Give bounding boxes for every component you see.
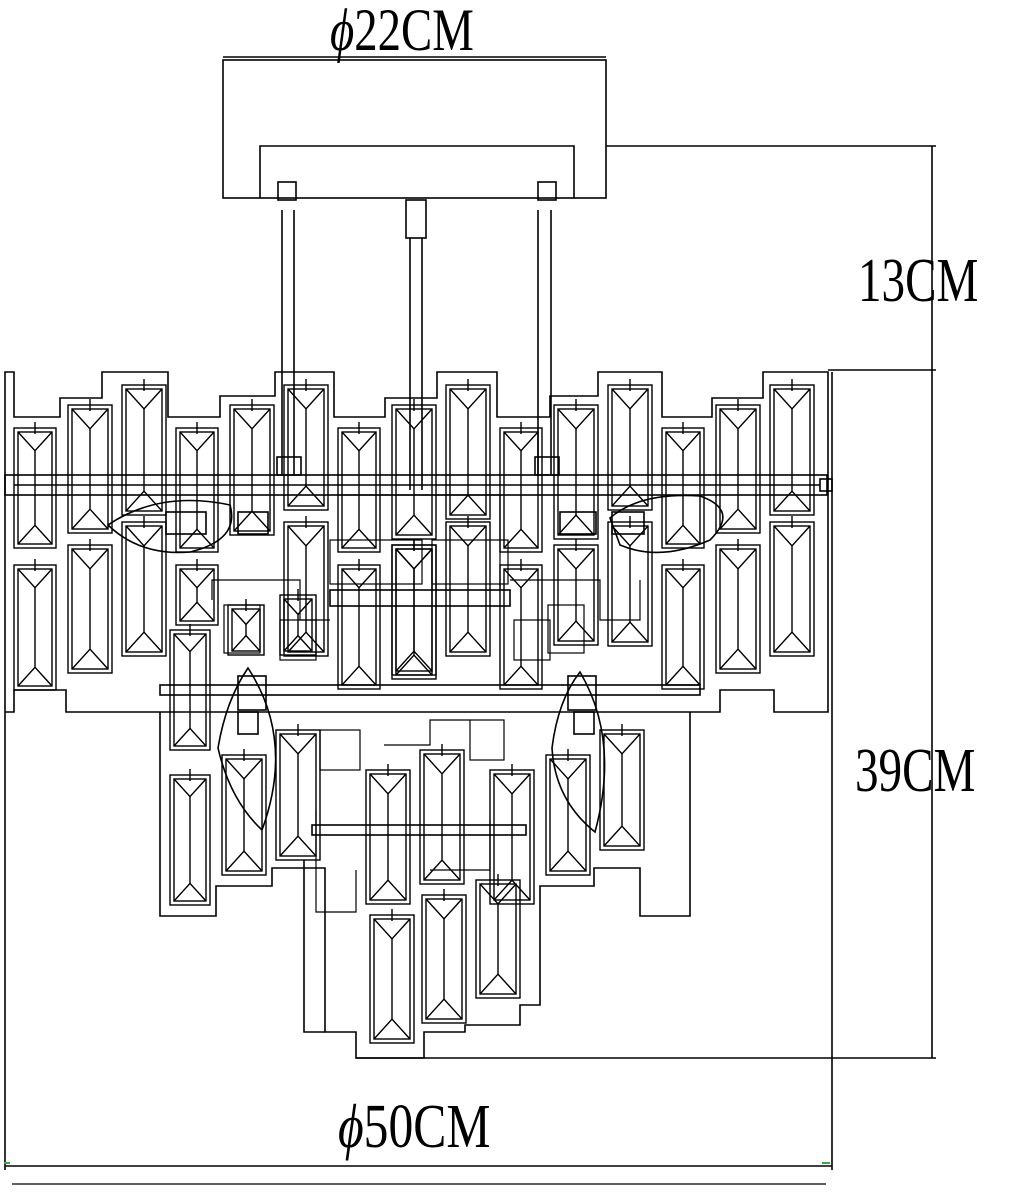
crystal-prism: [121, 379, 167, 516]
crystal-prism: [445, 379, 491, 520]
crystal-prism: [121, 516, 167, 657]
body-diameter-label: ϕ50CM: [338, 1096, 490, 1158]
crystal-prism: [13, 422, 57, 549]
crystal-prism: [445, 516, 491, 657]
crystal-prism: [227, 599, 265, 656]
lower-tier-inner-edge: [303, 860, 325, 1033]
crystal-prism: [67, 399, 113, 534]
crystal-prism: [337, 422, 381, 553]
lower-tier-outline: [159, 712, 691, 1059]
crystal-prism: [175, 559, 219, 626]
crystal-prism: [499, 422, 543, 553]
crystal-prism: [661, 559, 705, 690]
crystal-prism: [283, 516, 329, 657]
crystal-prism: [607, 379, 653, 511]
ceiling-canopy: [222, 59, 607, 201]
diameter-symbol: ϕ: [338, 1093, 364, 1161]
crystal-prism: [419, 744, 465, 885]
crystal-prism: [337, 559, 381, 690]
crystal-prism: [421, 889, 467, 1024]
crystal-prism: [545, 749, 591, 876]
rail-end-cap: [819, 478, 833, 492]
canopy-diameter-value: 22CM: [354, 0, 474, 63]
crystal-prism: [169, 769, 211, 906]
diameter-symbol: ϕ: [330, 0, 355, 63]
crystal-prism: [607, 516, 653, 647]
upper-tier-outline: [4, 371, 829, 713]
dimension-lines: [4, 56, 936, 1185]
crystal-prism: [391, 539, 437, 676]
crystal-prism: [275, 724, 321, 861]
crystal-prism: [169, 624, 211, 751]
crystal-prism: [175, 422, 219, 553]
crystal-prism: [229, 399, 275, 536]
crystal-prism: [489, 764, 535, 905]
crystal-prism: [391, 399, 437, 540]
crystal-prism: [769, 516, 815, 657]
body-diameter-value: 50CM: [363, 1093, 491, 1161]
canopy-diameter-label: ϕ22CM: [330, 0, 474, 60]
crystal-prism: [499, 559, 543, 690]
crystal-prism: [599, 724, 645, 851]
crystal-prism: [715, 399, 761, 534]
crystal-prism: [661, 422, 705, 549]
crystal-prism: [475, 874, 521, 999]
crystal-prism: [365, 764, 411, 905]
crystal-prisms: [13, 379, 815, 1044]
crystal-prism: [13, 559, 57, 691]
crystal-prism: [715, 539, 761, 674]
crystal-prism: [221, 749, 267, 876]
crystal-prism: [283, 379, 329, 511]
light-sockets: [165, 511, 645, 735]
crystal-prism: [369, 909, 415, 1044]
crystal-prism: [279, 589, 317, 656]
crystal-prism: [769, 379, 815, 516]
crystal-prism: [553, 539, 599, 646]
crystal-prism: [67, 539, 113, 674]
drop-rod-length-label: 13CM: [858, 247, 979, 315]
body-height-label: 39CM: [855, 737, 976, 805]
